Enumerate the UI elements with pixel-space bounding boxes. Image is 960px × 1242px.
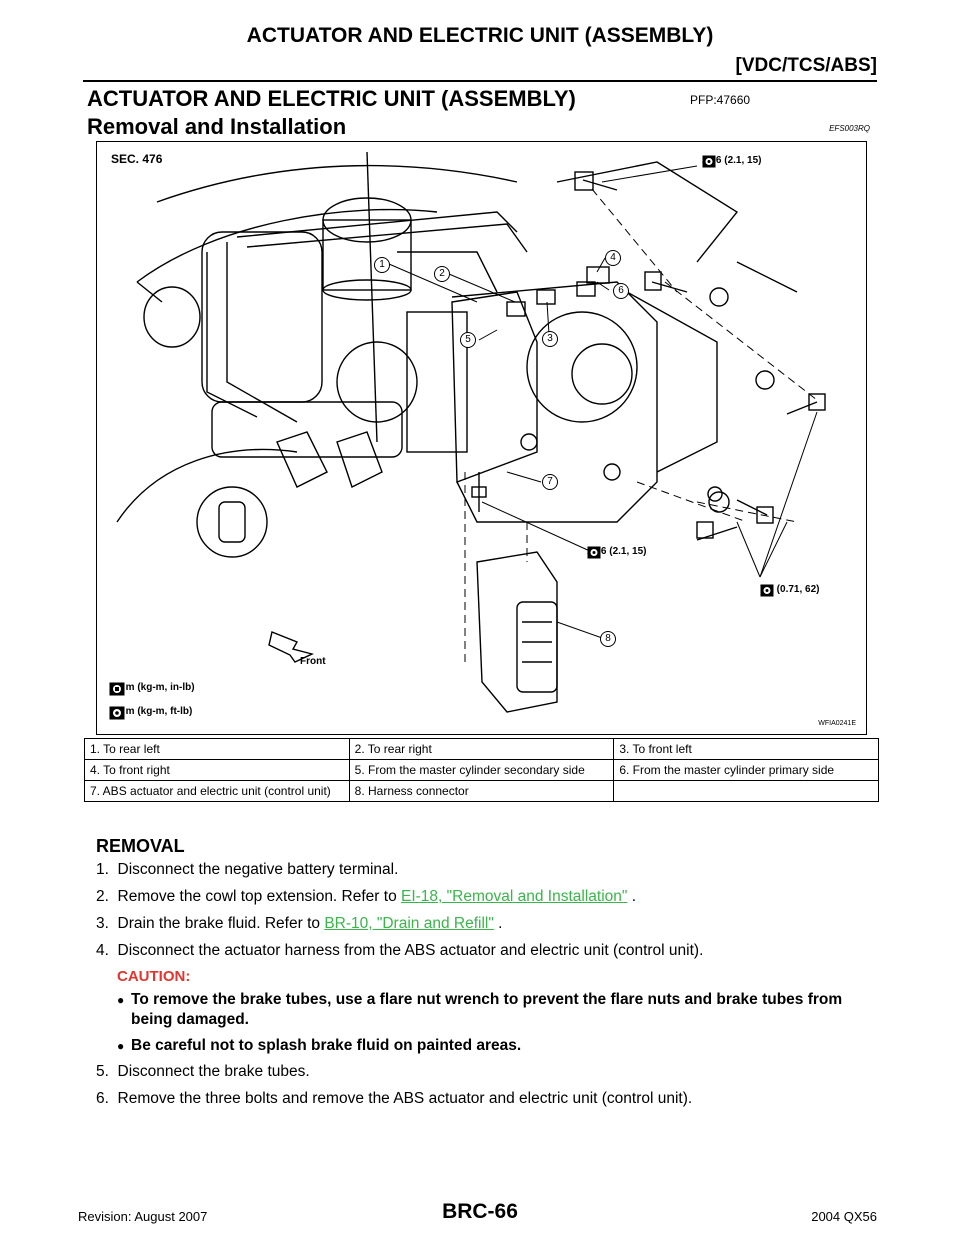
subsection-title: Removal and Installation	[87, 114, 347, 139]
torque-wrench-icon	[760, 584, 774, 597]
legend-in-lb-text: : N·m (kg-m, in-lb)	[109, 682, 195, 693]
caution-bullet-2-text: Be careful not to splash brake fluid on …	[131, 1037, 522, 1054]
table-cell: 3. To front left	[613, 738, 879, 760]
torque-spec-top: 20.6 (2.1, 15)	[702, 155, 762, 168]
step-2-end: .	[627, 888, 637, 905]
page-header-title: ACTUATOR AND ELECTRIC UNIT (ASSEMBLY)	[246, 24, 714, 47]
torque-spec-right: 7.0 (0.71, 62)	[760, 584, 820, 597]
legend-ft-lb: : N·m (kg-m, ft-lb)	[109, 706, 193, 720]
table-cell: 1. To rear left	[84, 738, 350, 760]
callout-3: 3	[542, 331, 558, 347]
torque-wrench-icon	[587, 546, 601, 559]
section-code: PFP:47660	[690, 93, 751, 107]
footer-model: 2004 QX56	[811, 1209, 877, 1224]
link-ei-18[interactable]: EI-18, "Removal and Installation"	[401, 888, 628, 905]
step-5: 5. Disconnect the brake tubes.	[96, 1063, 310, 1080]
caution-bullet-1: ● To remove the brake tubes, use a flare…	[117, 990, 886, 1030]
callout-4: 4	[605, 250, 621, 266]
step-6: 6. Remove the three bolts and remove the…	[96, 1090, 693, 1107]
figure-code: WFIA0241E	[818, 720, 856, 727]
bullet-icon: ●	[117, 993, 125, 1007]
callout-2: 2	[434, 266, 450, 282]
step-2: 2. Remove the cowl top extension. Refer …	[96, 887, 886, 907]
torque-value-middle: 20.6 (2.1, 15)	[587, 546, 647, 557]
header-rule	[83, 80, 877, 82]
legend-in-lb: : N·m (kg-m, in-lb)	[109, 682, 195, 696]
callout-7: 7	[542, 474, 558, 490]
table-cell: 4. To front right	[84, 759, 350, 781]
page-header-section: [VDC/TCS/ABS]	[735, 55, 877, 76]
front-direction-label: Front	[300, 656, 326, 667]
step-4: 4. Disconnect the actuator harness from …	[96, 942, 704, 959]
table-cell	[613, 780, 879, 802]
removal-heading: REMOVAL	[96, 836, 185, 856]
parts-legend-table: 1. To rear left 2. To rear right 3. To f…	[84, 738, 879, 802]
step-1: 1. Disconnect the negative battery termi…	[96, 861, 399, 878]
torque-in-lb-icon	[109, 682, 125, 696]
torque-spec-middle: 20.6 (2.1, 15)	[587, 546, 647, 559]
table-cell: 2. To rear right	[348, 738, 615, 760]
link-br-10[interactable]: BR-10, "Drain and Refill"	[324, 915, 494, 932]
footer-page-number: BRC-66	[442, 1200, 518, 1223]
table-cell: 5. From the master cylinder secondary si…	[348, 759, 615, 781]
step-2-text: 2. Remove the cowl top extension. Refer …	[96, 888, 401, 905]
table-cell: 6. From the master cylinder primary side	[613, 759, 879, 781]
bullet-icon: ●	[117, 1039, 125, 1053]
exploded-view-figure: SEC. 476 20.6 (2.1, 15) 20.6 (2.1, 15) 7…	[96, 141, 867, 735]
table-row: 7. ABS actuator and electric unit (contr…	[84, 780, 879, 802]
torque-value-top: 20.6 (2.1, 15)	[702, 155, 762, 166]
step-3-end: .	[493, 915, 503, 932]
callout-6: 6	[613, 283, 629, 299]
caution-bullet-1-text: To remove the brake tubes, use a flare n…	[131, 991, 843, 1028]
table-row: 4. To front right 5. From the master cyl…	[84, 759, 879, 781]
torque-value-right: 7.0 (0.71, 62)	[760, 584, 820, 595]
removal-steps: 1. Disconnect the negative battery termi…	[96, 860, 886, 1116]
torque-wrench-icon	[702, 155, 716, 168]
callout-1: 1	[374, 257, 390, 273]
callout-5: 5	[460, 332, 476, 348]
torque-ft-lb-icon	[109, 706, 125, 720]
actuator-illustration	[116, 151, 826, 713]
sec-number: SEC. 476	[111, 152, 163, 166]
caution-label: CAUTION:	[117, 968, 191, 985]
step-3: 3. Drain the brake fluid. Refer to BR-10…	[96, 914, 886, 934]
table-cell: 7. ABS actuator and electric unit (contr…	[84, 780, 350, 802]
table-cell: 8. Harness connector	[348, 780, 615, 802]
footer-revision: Revision: August 2007	[78, 1209, 208, 1224]
caution-bullet-2: ● Be careful not to splash brake fluid o…	[117, 1036, 886, 1056]
subsection-code: EFS003RQ	[829, 124, 870, 133]
callout-8: 8	[600, 631, 616, 647]
legend-ft-lb-text: : N·m (kg-m, ft-lb)	[109, 706, 193, 717]
step-3-text: 3. Drain the brake fluid. Refer to	[96, 915, 325, 932]
section-title: ACTUATOR AND ELECTRIC UNIT (ASSEMBLY)	[87, 86, 576, 111]
table-row: 1. To rear left 2. To rear right 3. To f…	[84, 738, 879, 760]
